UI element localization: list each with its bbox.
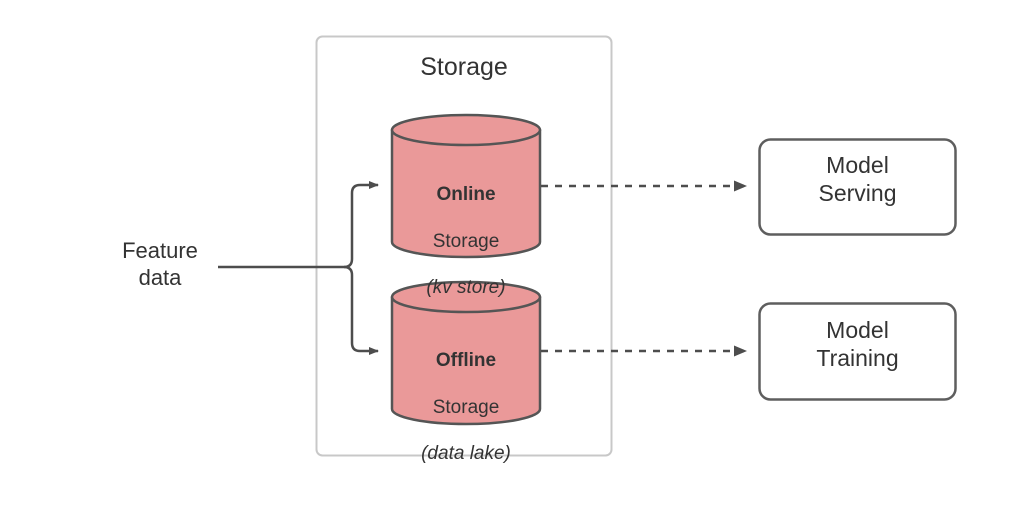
online-storage-subtitle: Storage — [432, 230, 500, 252]
online-storage-cylinder[interactable] — [390, 113, 542, 259]
offline-storage-title: Offline — [435, 350, 497, 372]
offline-storage-label: Offline Storage (data lake) — [392, 326, 540, 488]
storage-container[interactable] — [315, 35, 613, 457]
model-serving-line2: Serving — [818, 180, 897, 207]
model-training-box[interactable] — [758, 302, 957, 401]
storage-container-title: Storage — [420, 53, 508, 81]
online-storage-label: Online Storage (kv store) — [392, 160, 540, 322]
feature-data-line1: Feature — [122, 238, 198, 263]
online-storage-title: Online — [436, 184, 496, 206]
model-serving-line1: Model — [826, 152, 889, 178]
model-training-line1: Model — [826, 317, 889, 343]
connector-feature-to-online[interactable] — [343, 181, 379, 269]
offline-storage-subtitle: Storage — [432, 396, 500, 418]
feature-data-line2: data — [138, 264, 182, 290]
offline-storage-detail: (data lake) — [421, 442, 511, 464]
offline-storage-cylinder[interactable] — [390, 280, 542, 426]
online-storage-detail: (kv store) — [426, 276, 506, 298]
model-training-line2: Training — [816, 345, 899, 372]
connector-feature-to-offline[interactable] — [343, 265, 379, 355]
model-serving-box[interactable] — [758, 138, 957, 236]
